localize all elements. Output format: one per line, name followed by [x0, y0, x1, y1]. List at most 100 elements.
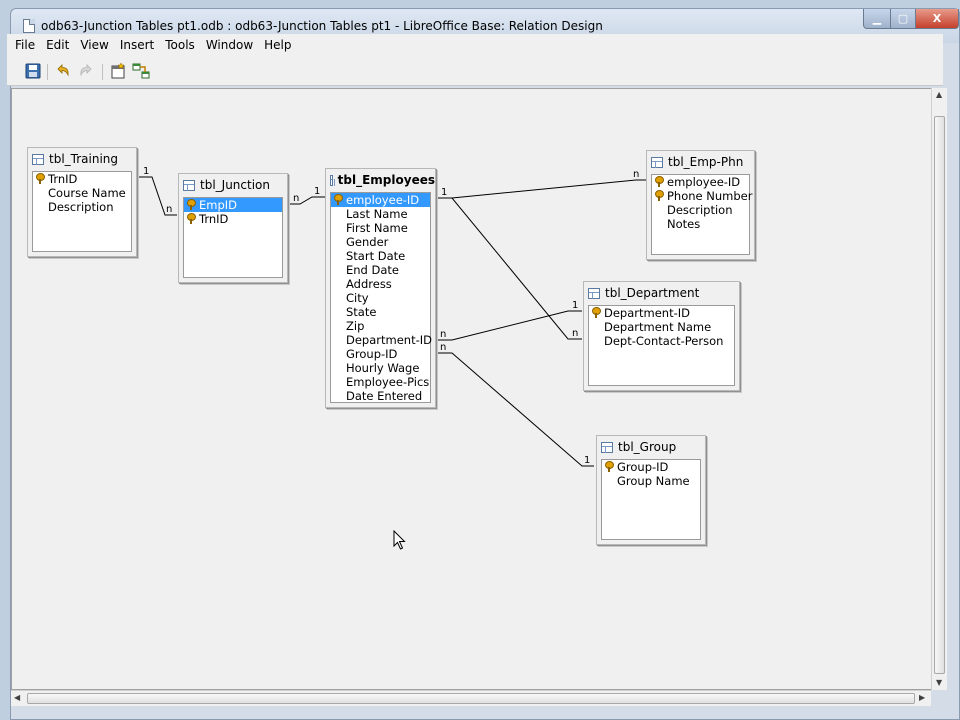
scroll-down-icon[interactable]: ▼: [936, 678, 943, 687]
menu-view[interactable]: View: [80, 38, 109, 52]
field-item[interactable]: End Date: [331, 263, 430, 277]
field-item[interactable]: Group Name: [602, 474, 700, 488]
field-label: employee-ID: [667, 175, 741, 189]
menu-window[interactable]: Window: [205, 38, 254, 52]
maximize-button[interactable]: ▢: [890, 9, 916, 29]
menu-bar: File Edit View Insert Tools Window Help: [7, 34, 943, 56]
field-label: Start Date: [346, 249, 406, 263]
field-item[interactable]: Notes: [652, 217, 749, 231]
field-list[interactable]: employee-ID Last Name First Name Gender …: [330, 192, 432, 403]
field-label: Last Name: [346, 207, 408, 221]
table-window-training[interactable]: tbl_Training TrnID Course Name Descripti…: [27, 147, 137, 257]
field-item[interactable]: Address: [331, 277, 430, 291]
field-item[interactable]: EmpID: [184, 198, 282, 212]
field-item[interactable]: Course Name: [33, 186, 131, 200]
primary-key-icon: [187, 199, 196, 210]
table-window-junction[interactable]: tbl_Junction EmpID TrnID: [178, 173, 288, 283]
table-header[interactable]: tbl_Training: [28, 148, 136, 170]
table-header[interactable]: tbl_Employees: [326, 169, 435, 191]
field-item[interactable]: Department-ID: [589, 306, 734, 320]
field-label: First Name: [346, 221, 408, 235]
menu-file[interactable]: File: [15, 38, 36, 52]
add-tables-icon[interactable]: [109, 62, 127, 80]
field-item[interactable]: Group-ID: [331, 347, 430, 361]
field-label: Group Name: [617, 474, 690, 488]
field-item[interactable]: Description: [33, 200, 131, 214]
field-item[interactable]: TrnID: [33, 172, 131, 186]
table-header[interactable]: tbl_Department: [584, 282, 739, 304]
field-item[interactable]: State: [331, 305, 430, 319]
field-label: State: [346, 305, 377, 319]
field-label: Description: [48, 200, 114, 214]
menu-tools[interactable]: Tools: [165, 38, 195, 52]
redo-icon[interactable]: [77, 62, 95, 80]
field-item[interactable]: employee-ID: [331, 193, 430, 207]
field-item[interactable]: Hourly Wage: [331, 361, 430, 375]
field-list[interactable]: employee-ID Phone Number Description Not…: [651, 174, 753, 255]
field-list[interactable]: TrnID Course Name Description: [32, 171, 132, 252]
field-item[interactable]: Zip: [331, 319, 430, 333]
field-label: Gender: [346, 235, 389, 249]
table-header[interactable]: tbl_Group: [597, 436, 705, 458]
field-label: TrnID: [199, 212, 229, 226]
table-name: tbl_Junction: [200, 178, 270, 192]
table-window-department[interactable]: tbl_Department Department-ID Department …: [583, 281, 740, 391]
horizontal-scroll-thumb[interactable]: [27, 693, 915, 704]
save-icon[interactable]: [24, 62, 42, 80]
menu-help[interactable]: Help: [264, 38, 292, 52]
field-item[interactable]: Group-ID: [602, 460, 700, 474]
primary-key-icon: [334, 194, 343, 205]
field-item[interactable]: Last Name: [331, 207, 430, 221]
field-item[interactable]: Description: [652, 203, 749, 217]
relation-design-canvas[interactable]: [11, 88, 931, 690]
toolbar-separator: [47, 64, 48, 80]
field-label: Phone Number: [667, 189, 753, 203]
undo-icon[interactable]: [54, 62, 72, 80]
table-name: tbl_Group: [618, 440, 677, 454]
vertical-scroll-thumb[interactable]: [934, 116, 945, 674]
primary-key-icon: [187, 213, 196, 224]
primary-key-icon: [655, 190, 664, 201]
table-window-group[interactable]: tbl_Group Group-ID Group Name: [596, 435, 706, 545]
field-list[interactable]: Group-ID Group Name: [601, 459, 701, 540]
field-label: TrnID: [48, 172, 78, 186]
field-item[interactable]: Gender: [331, 235, 430, 249]
table-window-emp-phn[interactable]: tbl_Emp-Phn employee-ID Phone Number Des…: [646, 150, 755, 260]
table-icon: [183, 179, 195, 191]
table-header[interactable]: tbl_Emp-Phn: [647, 151, 754, 173]
field-item[interactable]: City: [331, 291, 430, 305]
field-item[interactable]: Department-ID: [331, 333, 432, 347]
field-item[interactable]: TrnID: [184, 212, 282, 226]
scroll-left-icon[interactable]: ◀: [14, 693, 21, 702]
field-item[interactable]: Employee-Pics: [331, 375, 430, 389]
field-item[interactable]: First Name: [331, 221, 430, 235]
table-name: tbl_Employees: [337, 173, 435, 187]
field-item[interactable]: Start Date: [331, 249, 430, 263]
field-list[interactable]: EmpID TrnID: [183, 197, 283, 278]
primary-key-icon: [655, 176, 664, 187]
new-relation-icon[interactable]: [132, 62, 150, 80]
scroll-up-icon[interactable]: ▲: [936, 90, 943, 99]
table-header[interactable]: tbl_Junction: [179, 174, 287, 196]
menu-edit[interactable]: Edit: [46, 38, 70, 52]
document-icon: [23, 19, 35, 33]
minimize-button[interactable]: ▁: [863, 9, 891, 29]
menu-insert[interactable]: Insert: [119, 38, 155, 52]
scroll-right-icon[interactable]: ▶: [919, 693, 926, 702]
field-list[interactable]: Department-ID Department Name Dept-Conta…: [588, 305, 735, 386]
field-item[interactable]: Phone Number: [652, 189, 753, 203]
vertical-scrollbar[interactable]: ▲ ▼: [931, 88, 947, 690]
close-button[interactable]: X: [915, 9, 959, 29]
toolbar: [7, 56, 943, 86]
field-label: Course Name: [48, 186, 126, 200]
field-label: Department-ID: [604, 306, 690, 320]
field-item[interactable]: employee-ID: [652, 175, 749, 189]
field-item[interactable]: Dept-Contact-Person: [589, 334, 734, 348]
field-item[interactable]: Date Entered: [331, 389, 430, 403]
table-window-employees[interactable]: tbl_Employees employee-ID Last Name Firs…: [325, 168, 436, 408]
table-icon: [601, 441, 613, 453]
field-label: Hourly Wage: [346, 361, 420, 375]
field-item[interactable]: Department Name: [589, 320, 734, 334]
horizontal-scrollbar[interactable]: ◀ ▶: [11, 690, 931, 706]
field-label: End Date: [346, 263, 399, 277]
